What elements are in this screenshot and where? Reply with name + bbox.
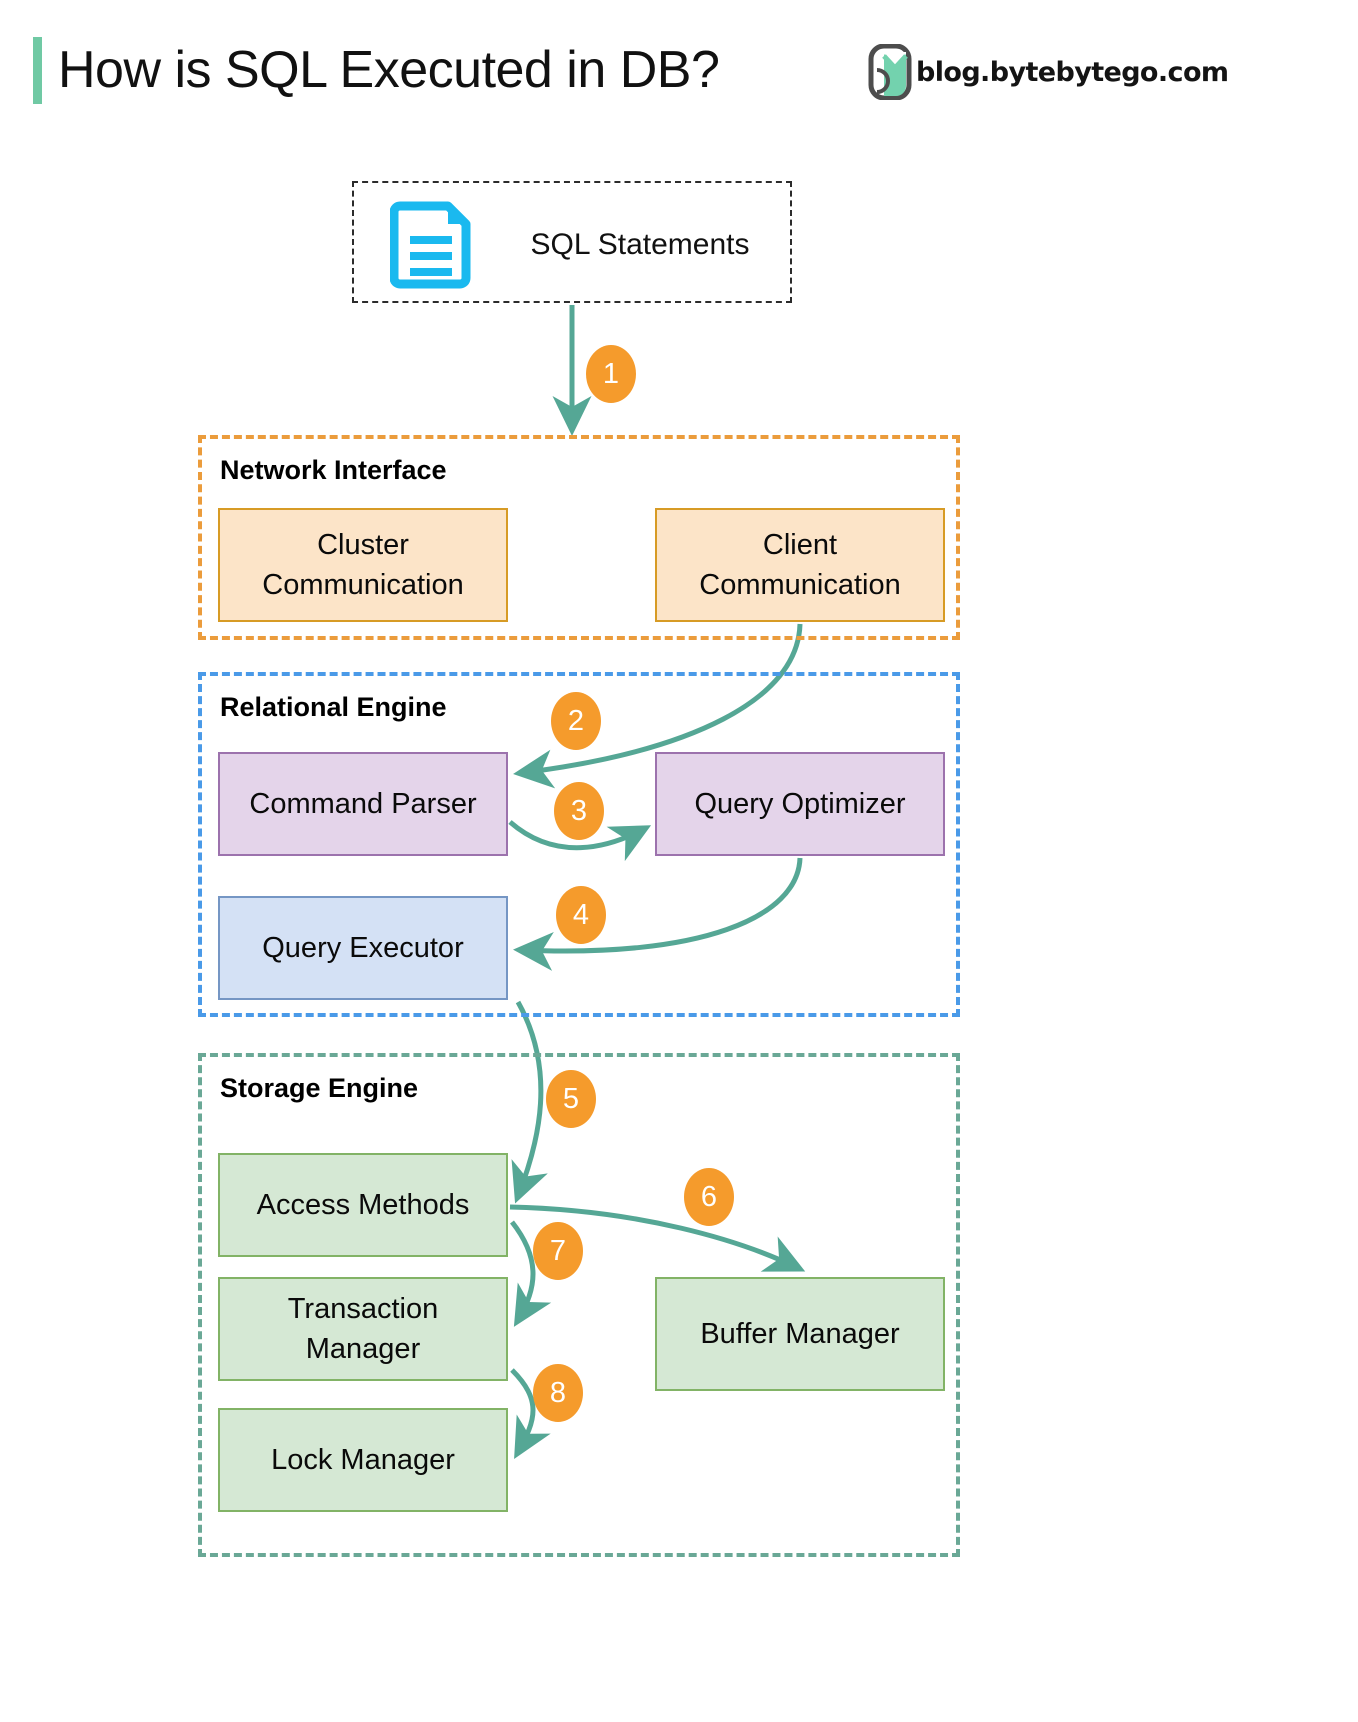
step-badge-5: 5 [546,1070,596,1128]
brand-text: blog.bytebytego.com [916,56,1229,88]
node-cluster-communication[interactable]: Cluster Communication [218,508,508,622]
node-label: Command Parser [249,788,477,820]
node-buffer-manager[interactable]: Buffer Manager [655,1277,945,1391]
page-header: How is SQL Executed in DB? blog.bytebyte… [0,0,1358,130]
node-label: Cluster Communication [262,529,464,601]
step-badge-3: 3 [554,782,604,840]
group-relational-engine-title: Relational Engine [220,692,447,722]
node-client-communication[interactable]: Client Communication [655,508,945,622]
bytebytego-logo-icon [868,44,912,100]
node-label: Client Communication [699,529,901,601]
group-storage-engine [198,1053,960,1557]
node-lock-manager[interactable]: Lock Manager [218,1408,508,1512]
step-badge-1: 1 [586,345,636,403]
node-command-parser[interactable]: Command Parser [218,752,508,856]
node-label: Query Executor [262,932,464,964]
brand: blog.bytebytego.com [868,42,1229,102]
group-network-interface [198,435,960,640]
group-storage-engine-title: Storage Engine [220,1073,419,1103]
title-accent-bar [33,37,42,104]
node-label: Transaction Manager [287,1293,439,1365]
step-badge-2: 2 [551,692,601,750]
sql-statements-label: SQL Statements [530,228,750,261]
node-label: Lock Manager [271,1444,455,1476]
node-query-executor[interactable]: Query Executor [218,896,508,1000]
sql-statements-box [352,181,792,303]
group-network-interface-title: Network Interface [220,455,447,485]
node-label: Access Methods [256,1189,470,1221]
step-badge-7: 7 [533,1222,583,1280]
node-label: Buffer Manager [700,1318,900,1350]
node-query-optimizer[interactable]: Query Optimizer [655,752,945,856]
page-title: How is SQL Executed in DB? [58,41,720,99]
node-label: Query Optimizer [694,788,906,820]
node-transaction-manager[interactable]: Transaction Manager [218,1277,508,1381]
step-badge-4: 4 [556,886,606,944]
document-lines-icon [390,201,471,289]
group-relational-engine [198,672,960,1017]
step-badge-6: 6 [684,1168,734,1226]
step-badge-8: 8 [533,1364,583,1422]
node-access-methods[interactable]: Access Methods [218,1153,508,1257]
